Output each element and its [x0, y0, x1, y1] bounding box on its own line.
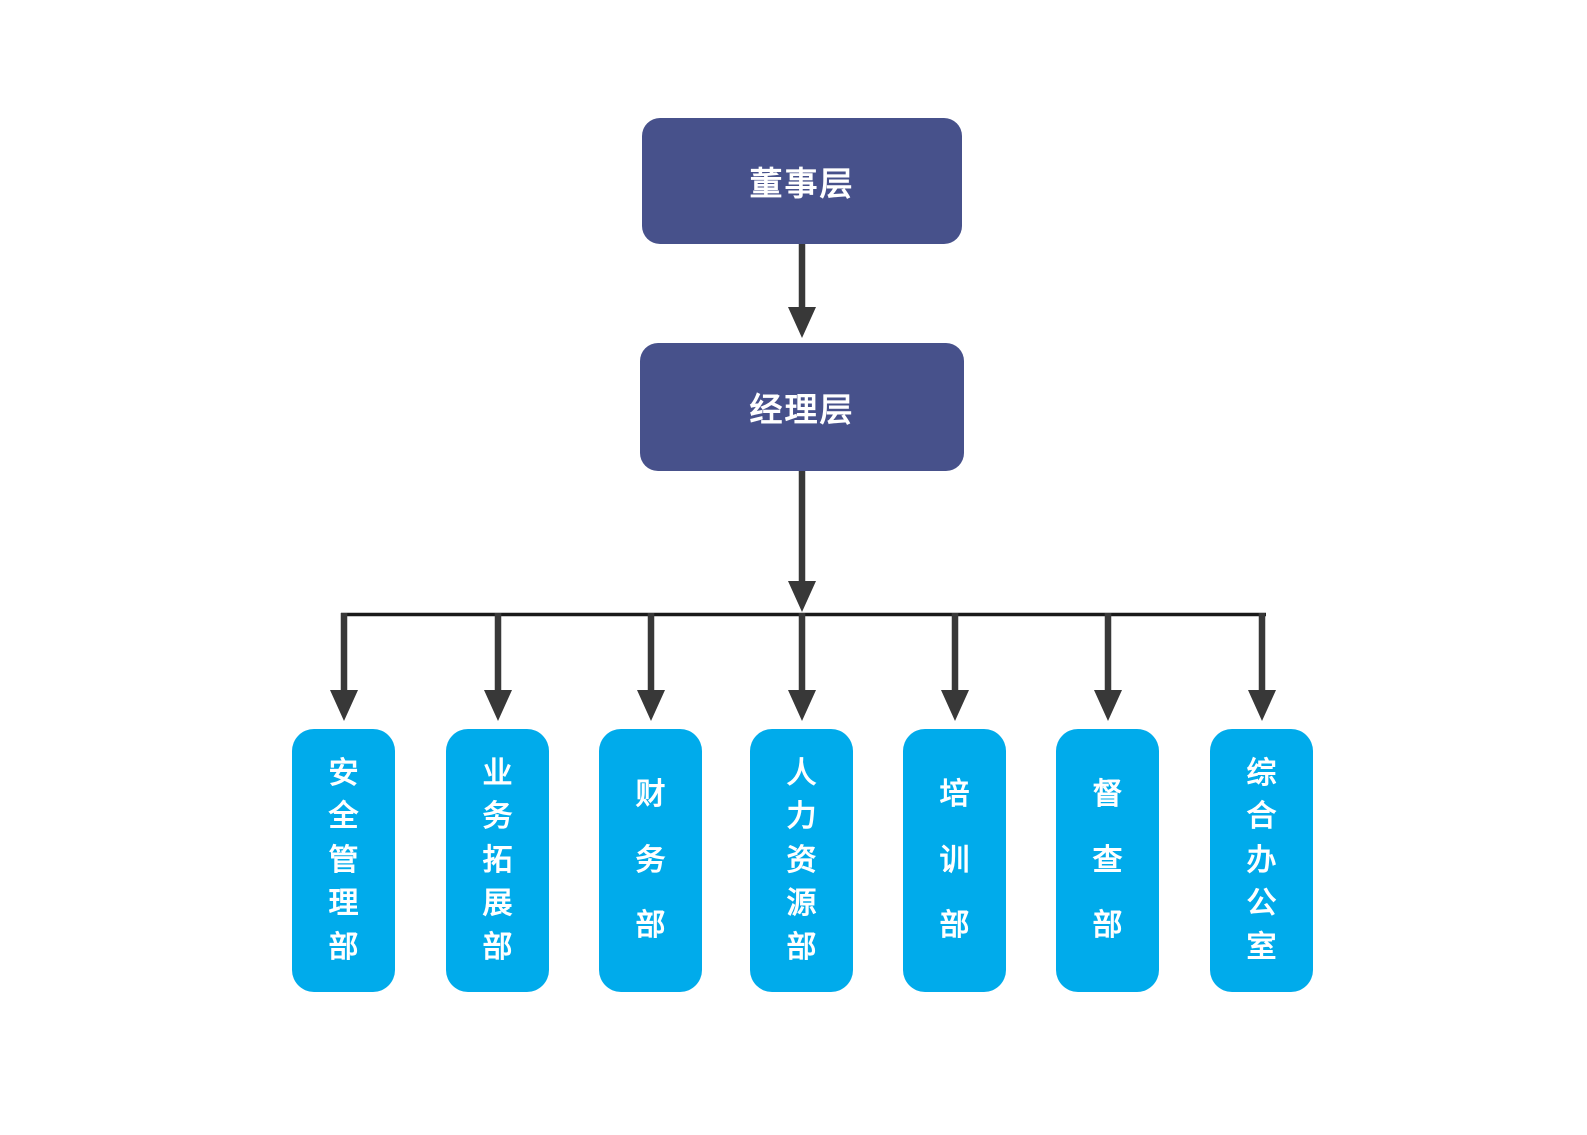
connector-branch-dept-3: [788, 613, 816, 721]
connector-board-to-manager: [788, 244, 816, 338]
connector-branch-dept-5: [1094, 613, 1122, 721]
node-board-level-label: 董事层: [749, 165, 855, 202]
node-dept-human-resources: 人力资源部: [750, 729, 853, 992]
vertical-label-char: 部: [635, 908, 666, 942]
connector-branch-dept-0: [330, 613, 358, 721]
vertical-label-char: 拓: [482, 843, 513, 877]
vertical-label-char: 资: [786, 843, 817, 877]
vertical-label-char: 培: [939, 778, 970, 812]
vertical-label-char: 部: [328, 930, 359, 964]
connector-manager-to-bus: [788, 471, 816, 612]
vertical-label-char: 综: [1246, 756, 1277, 790]
node-dept-business-development: 业务拓展部: [446, 729, 549, 992]
node-dept-supervision: 督查部: [1056, 729, 1159, 992]
node-dept-training-label: 培训部: [903, 745, 1006, 976]
vertical-label-char: 务: [635, 843, 666, 877]
vertical-label-char: 管: [328, 843, 359, 877]
vertical-label-char: 人: [786, 756, 817, 790]
node-dept-finance-label: 财务部: [599, 745, 702, 976]
node-dept-general-office-label: 综合办公室: [1210, 745, 1313, 976]
vertical-label-char: 办: [1246, 843, 1277, 877]
node-dept-general-office: 综合办公室: [1210, 729, 1313, 992]
connector-branch-dept-2: [637, 613, 665, 721]
vertical-label-char: 理: [328, 887, 359, 920]
node-dept-safety-management-label: 安全管理部: [292, 745, 395, 976]
connector-branch-dept-1: [484, 613, 512, 721]
node-dept-safety-management: 安全管理部: [292, 729, 395, 992]
vertical-label-char: 部: [482, 930, 513, 964]
vertical-label-char: 财: [635, 778, 666, 812]
vertical-label-char: 全: [328, 800, 359, 833]
vertical-label-char: 部: [1092, 908, 1123, 942]
node-manager-level-label: 经理层: [749, 391, 855, 428]
node-dept-human-resources-label: 人力资源部: [750, 745, 853, 976]
node-dept-finance: 财务部: [599, 729, 702, 992]
connector-branch-dept-6: [1248, 613, 1276, 721]
vertical-label-char: 展: [482, 887, 513, 920]
vertical-label-char: 部: [939, 908, 970, 942]
node-dept-training: 培训部: [903, 729, 1006, 992]
vertical-label-char: 部: [786, 930, 817, 964]
connector-branch-dept-4: [941, 613, 969, 721]
node-dept-business-development-label: 业务拓展部: [446, 745, 549, 976]
node-board-level: 董事层: [642, 118, 962, 244]
vertical-label-char: 室: [1246, 930, 1277, 964]
vertical-label-char: 公: [1246, 887, 1277, 920]
node-manager-level: 经理层: [640, 343, 964, 471]
vertical-label-char: 务: [482, 800, 513, 833]
node-dept-supervision-label: 督查部: [1056, 745, 1159, 976]
vertical-label-char: 训: [939, 843, 970, 877]
vertical-label-char: 力: [786, 800, 817, 833]
vertical-label-char: 查: [1092, 843, 1123, 877]
vertical-label-char: 业: [482, 756, 513, 790]
vertical-label-char: 督: [1092, 778, 1123, 812]
vertical-label-char: 合: [1246, 800, 1277, 833]
vertical-label-char: 源: [786, 887, 817, 920]
vertical-label-char: 安: [328, 756, 359, 790]
